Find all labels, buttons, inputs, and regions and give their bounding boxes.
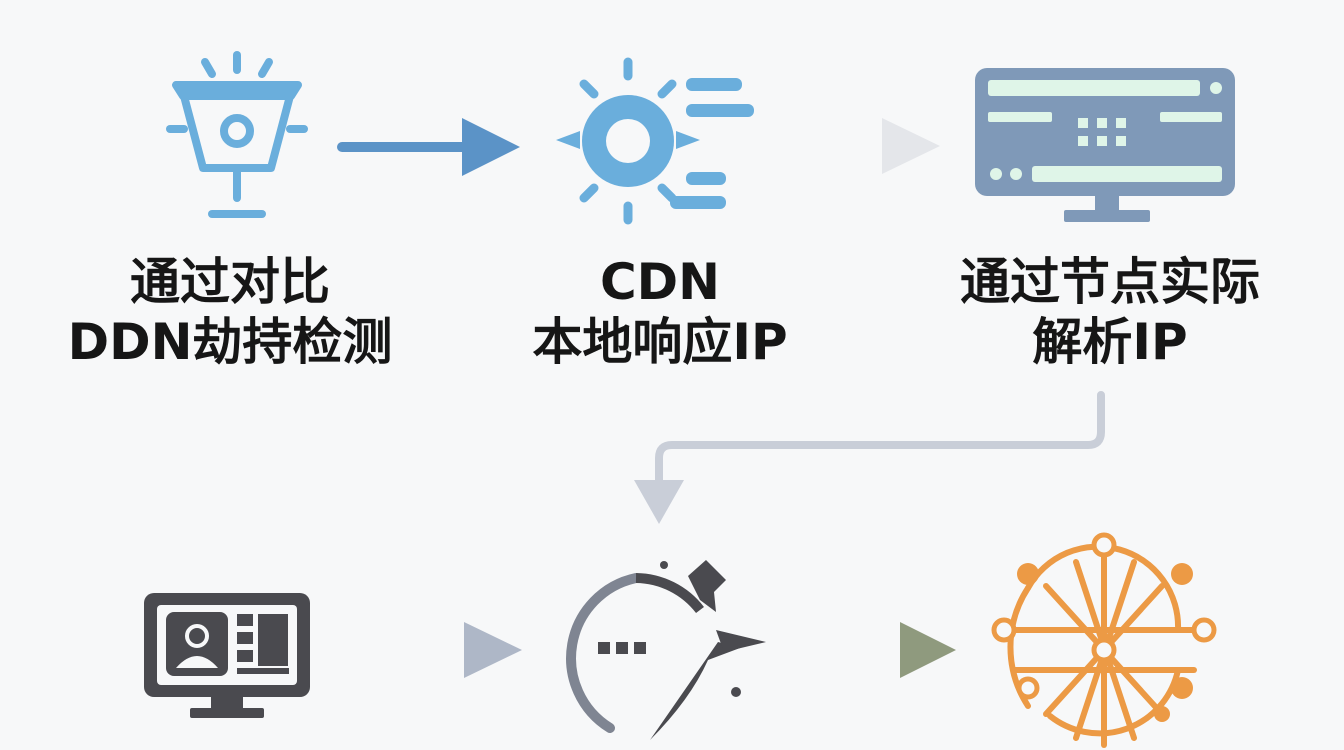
user-monitor-icon xyxy=(144,593,310,718)
connector-arrow-down xyxy=(634,391,1105,524)
arrow-step5-to-step6 xyxy=(777,622,956,678)
step-2-label: CDN 本地响应IP xyxy=(480,252,840,372)
step-2-label-line-2: 本地响应IP xyxy=(532,313,788,371)
step-3-label-line-1: 通过节点实际 xyxy=(960,253,1260,311)
gear-speed-icon xyxy=(556,57,754,225)
monitor-dashboard-icon xyxy=(975,68,1235,222)
step-3-label: 通过节点实际 解析IP xyxy=(900,252,1320,372)
arrow-step2-to-step3 xyxy=(699,118,940,174)
arrow-step1-to-step2 xyxy=(337,118,520,176)
network-globe-icon xyxy=(991,532,1217,748)
step-1-label-line-1: 通过对比 xyxy=(130,253,330,311)
spotlight-lamp-icon xyxy=(166,51,308,218)
arrow-step4-to-step5 xyxy=(337,622,522,678)
step-3-label-line-2: 解析IP xyxy=(1032,313,1188,371)
step-1-label-line-2: DDN劫持检测 xyxy=(67,313,393,371)
chat-bubble-arrow-icon xyxy=(566,560,766,740)
step-2-label-line-1: CDN xyxy=(599,253,721,311)
step-1-label: 通过对比 DDN劫持检测 xyxy=(30,252,430,372)
